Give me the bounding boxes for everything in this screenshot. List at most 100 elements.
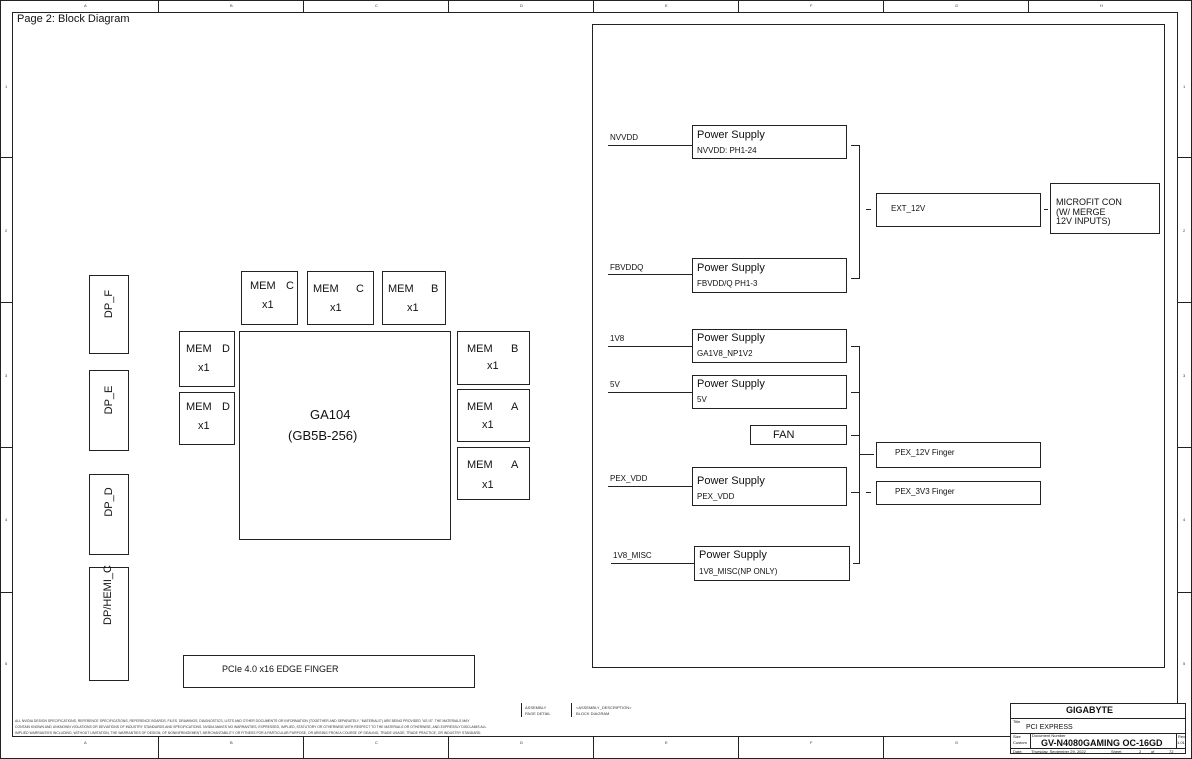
notes-divider-2 xyxy=(571,703,572,717)
company-name: GIGABYTE xyxy=(1066,705,1114,715)
row-label-5: 5 xyxy=(5,661,8,666)
microfit-connector[interactable]: MICROFIT CON (W/ MERGE 12V INPUTS) xyxy=(1050,183,1160,234)
mem-label: MEM xyxy=(186,401,212,413)
doc-number-label: Document Number xyxy=(1032,733,1066,738)
assembly-desc-2: BLOCK DIAGRAM xyxy=(576,711,610,716)
pex-12v-label: PEX_12V Finger xyxy=(895,448,955,457)
mem-channel: C xyxy=(286,280,294,292)
col-label-h: H xyxy=(1100,3,1103,8)
mem-count: x1 xyxy=(262,299,274,311)
row-label-2-right: 2 xyxy=(1183,228,1186,233)
mem-b1-block[interactable]: MEM B x1 xyxy=(382,271,446,325)
ext-12v-block[interactable]: EXT_12V xyxy=(876,193,1041,227)
power-supply-fbvddq[interactable]: Power Supply FBVDD/Q PH1-3 xyxy=(692,258,847,293)
row-label-1: 1 xyxy=(5,84,8,89)
row-label-5-right: 5 xyxy=(1183,661,1186,666)
row-label-1-right: 1 xyxy=(1183,84,1186,89)
sheet-total: 72 xyxy=(1169,749,1174,754)
mem-c2-block[interactable]: MEM C x1 xyxy=(307,271,374,325)
power-supply-title: Power Supply xyxy=(697,129,765,141)
pex-12v-finger[interactable]: PEX_12V Finger xyxy=(876,442,1041,468)
row-label-3-right: 3 xyxy=(1183,373,1186,378)
disclaimer-line-2: CONTAIN KNOWN AND UNKNOWN VIOLATIONS OR … xyxy=(15,725,487,729)
rail-label-fbvddq: FBVDDQ xyxy=(610,263,644,272)
row-label-4: 4 xyxy=(5,517,8,522)
rev-label: Rev xyxy=(1178,734,1186,739)
col-label-b: B xyxy=(230,3,233,8)
mem-a1-block[interactable]: MEM A x1 xyxy=(457,389,530,442)
sheet-number: 2 xyxy=(1139,749,1142,754)
power-supply-sub: 1V8_MISC(NP ONLY) xyxy=(699,567,778,576)
sheet-label: Sheet xyxy=(1111,749,1122,754)
dp-hdmi-c-connector[interactable]: DP/HEMI_C xyxy=(89,565,129,681)
power-supply-sub: 5V xyxy=(697,395,707,404)
mem-count: x1 xyxy=(330,302,342,314)
power-supply-title: Power Supply xyxy=(697,262,765,274)
col-label-f-bottom: F xyxy=(810,740,813,745)
disclaimer-line-3: IMPLIED WARRANTIES INCLUDING, WITHOUT LI… xyxy=(15,731,482,735)
power-supply-1v8-misc[interactable]: Power Supply 1V8_MISC(NP ONLY) xyxy=(694,546,850,581)
page-title: Page 2: Block Diagram xyxy=(17,13,130,25)
title-block: GIGABYTE Title PCI EXPRESS Size Custom D… xyxy=(1010,703,1186,754)
microfit-line-2: (W/ MERGE xyxy=(1056,207,1106,217)
mem-b2-block[interactable]: MEM B x1 xyxy=(457,331,530,385)
col-label-a-bottom: A xyxy=(84,740,87,745)
col-label-e-bottom: E xyxy=(665,740,668,745)
mem-d1-block[interactable]: MEM D x1 xyxy=(179,331,235,387)
dp-d-connector[interactable]: DP_D xyxy=(89,474,129,555)
rev-value: 1.01 xyxy=(1177,740,1185,745)
rail-label-5v: 5V xyxy=(610,380,620,389)
gpu-block[interactable]: GA104 (GB5B-256) xyxy=(239,331,451,540)
mem-channel: C xyxy=(356,283,364,295)
mem-a2-block[interactable]: MEM A x1 xyxy=(457,447,530,500)
power-supply-nvvdd[interactable]: Power Supply NVVDD: PH1-24 xyxy=(692,125,847,159)
rail-label-pex-vdd: PEX_VDD xyxy=(610,474,648,483)
pex-3v3-label: PEX_3V3 Finger xyxy=(895,487,955,496)
power-supply-pex-vdd[interactable]: Power Supply PEX_VDD xyxy=(692,467,847,506)
power-supply-title: Power Supply xyxy=(699,549,767,561)
inner-border xyxy=(12,12,1178,737)
mem-count: x1 xyxy=(482,419,494,431)
col-label-f: F xyxy=(810,3,813,8)
row-label-4-right: 4 xyxy=(1183,517,1186,522)
mem-label: MEM xyxy=(467,401,493,413)
notes-divider xyxy=(521,703,522,717)
dp-e-connector[interactable]: DP_E xyxy=(89,370,129,451)
dp-f-connector[interactable]: DP_F xyxy=(89,275,129,354)
mem-label: MEM xyxy=(467,459,493,471)
mem-label: MEM xyxy=(388,283,414,295)
mem-count: x1 xyxy=(407,302,419,314)
mem-c1-block[interactable]: MEM C x1 xyxy=(241,271,298,325)
rail-label-1v8: 1V8 xyxy=(610,334,625,343)
col-label-e: E xyxy=(665,3,668,8)
col-label-a: A xyxy=(84,3,87,8)
mem-label: MEM xyxy=(313,283,339,295)
col-label-g-bottom: G xyxy=(955,740,959,745)
mem-channel: A xyxy=(511,401,519,413)
fan-block[interactable]: FAN xyxy=(750,425,847,445)
power-supply-5v[interactable]: Power Supply 5V xyxy=(692,375,847,409)
col-label-g: G xyxy=(955,3,959,8)
power-supply-sub: GA1V8_NP1V2 xyxy=(697,349,753,358)
power-supply-1v8[interactable]: Power Supply GA1V8_NP1V2 xyxy=(692,329,847,363)
mem-count: x1 xyxy=(482,479,494,491)
pcie-edge-finger-label: PCIe 4.0 x16 EDGE FINGER xyxy=(222,664,339,674)
assembly-desc-1: <ASSEMBLY_DESCRIPTION> xyxy=(576,705,632,710)
power-supply-sub: FBVDD/Q PH1-3 xyxy=(697,279,758,288)
mem-d2-block[interactable]: MEM D x1 xyxy=(179,392,235,445)
rail-label-nvvdd: NVVDD xyxy=(610,133,639,142)
microfit-line-1: MICROFIT CON xyxy=(1056,197,1122,207)
power-supply-sub: NVVDD: PH1-24 xyxy=(697,146,757,155)
doc-number: GV-N4080GAMING OC-16GD xyxy=(1041,738,1163,748)
pcie-edge-finger[interactable]: PCIe 4.0 x16 EDGE FINGER xyxy=(183,655,475,688)
mem-channel: A xyxy=(511,459,519,471)
mem-label: MEM xyxy=(186,343,212,355)
row-label-2: 2 xyxy=(5,228,8,233)
col-label-c: C xyxy=(375,3,378,8)
col-label-d: D xyxy=(520,3,523,8)
date-label: Date: xyxy=(1013,749,1023,754)
pex-3v3-finger[interactable]: PEX_3V3 Finger xyxy=(876,481,1041,505)
col-label-b-bottom: B xyxy=(230,740,233,745)
ext-12v-label: EXT_12V xyxy=(891,204,926,213)
